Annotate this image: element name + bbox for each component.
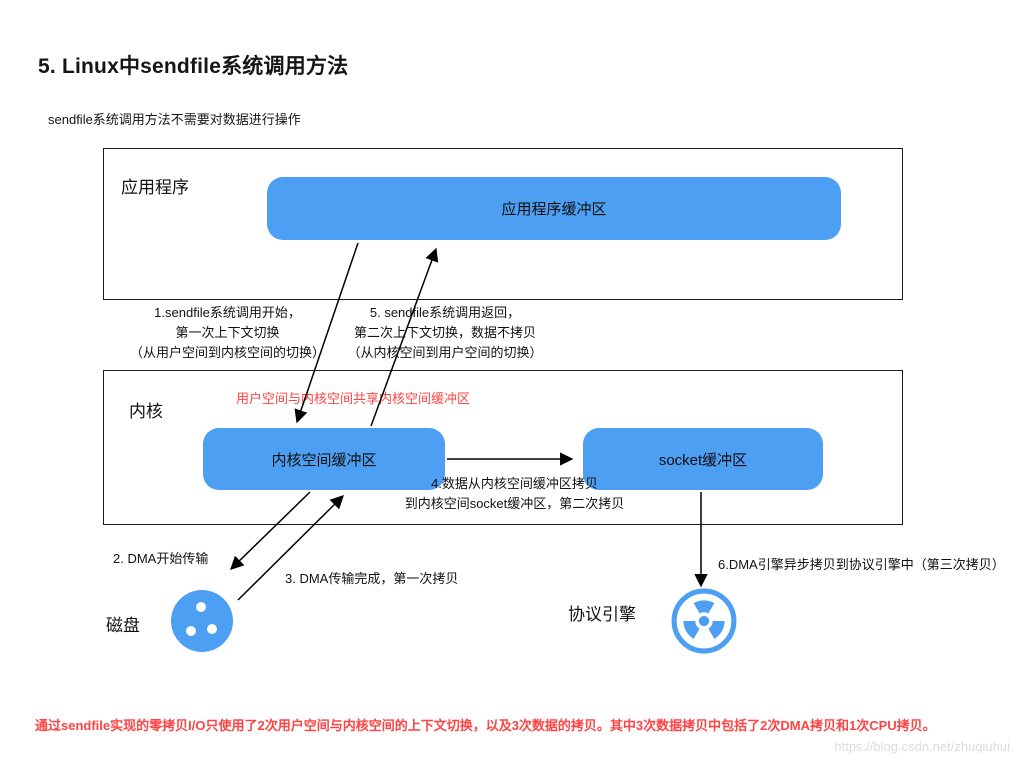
annotation-step1-line1: 1.sendfile系统调用开始， [154, 305, 301, 320]
page-title: 5. Linux中sendfile系统调用方法 [38, 55, 349, 78]
annotation-step4-line2: 到内核空间socket缓冲区，第二次拷贝 [404, 496, 625, 511]
user-space-box-label: 应用程序 [121, 178, 189, 197]
app-buffer: 应用程序缓冲区 [267, 177, 841, 240]
annotation-step4: 4.数据从内核空间缓冲区拷贝 到内核空间socket缓冲区，第二次拷贝 [397, 474, 632, 514]
annotation-step5-line1: 5. sendfile系统调用返回， [369, 305, 521, 320]
socket-buffer: socket缓冲区 [583, 428, 823, 490]
annotation-step6: 6.DMA引擎异步拷贝到协议引擎中（第三次拷贝） [718, 557, 1005, 572]
protocol-engine-label: 协议引擎 [568, 605, 636, 624]
annotation-step2: 2. DMA开始传输 [113, 551, 209, 566]
annotation-step5: 5. sendfile系统调用返回， 第二次上下文切换，数据不拷贝 （从内核空间… [336, 303, 554, 363]
annotation-step4-line1: 4.数据从内核空间缓冲区拷贝 [431, 476, 598, 491]
watermark: https://blog.csdn.net/zhuqiuhui [834, 739, 1010, 754]
annotation-step5-line3: （从内核空间到用户空间的切换） [347, 345, 543, 360]
annotation-step5-line2: 第二次上下文切换，数据不拷贝 [353, 325, 536, 340]
socket-buffer-label: socket缓冲区 [658, 451, 748, 469]
footer-summary: 通过sendfile实现的零拷贝I/O只使用了2次用户空间与内核空间的上下文切换… [35, 718, 936, 733]
app-buffer-label: 应用程序缓冲区 [501, 201, 607, 218]
kernel-buffer-label: 内核空间缓冲区 [271, 451, 377, 469]
kernel-box-label: 内核 [129, 402, 163, 421]
annotation-step1: 1.sendfile系统调用开始， 第一次上下文切换 （从用户空间到内核空间的切… [120, 303, 335, 363]
annotation-step1-line2: 第一次上下文切换 [175, 325, 280, 340]
annotation-step3: 3. DMA传输完成，第一次拷贝 [285, 571, 459, 586]
kernel-buffer: 内核空间缓冲区 [203, 428, 445, 490]
shared-buffer-note: 用户空间与内核空间共享内核空间缓冲区 [236, 391, 471, 406]
disk-icon [171, 590, 233, 652]
annotation-step1-line3: （从用户空间到内核空间的切换） [129, 345, 325, 360]
disk-label: 磁盘 [106, 616, 140, 635]
radiation-icon [671, 588, 737, 654]
page-subtitle: sendfile系统调用方法不需要对数据进行操作 [48, 112, 301, 127]
